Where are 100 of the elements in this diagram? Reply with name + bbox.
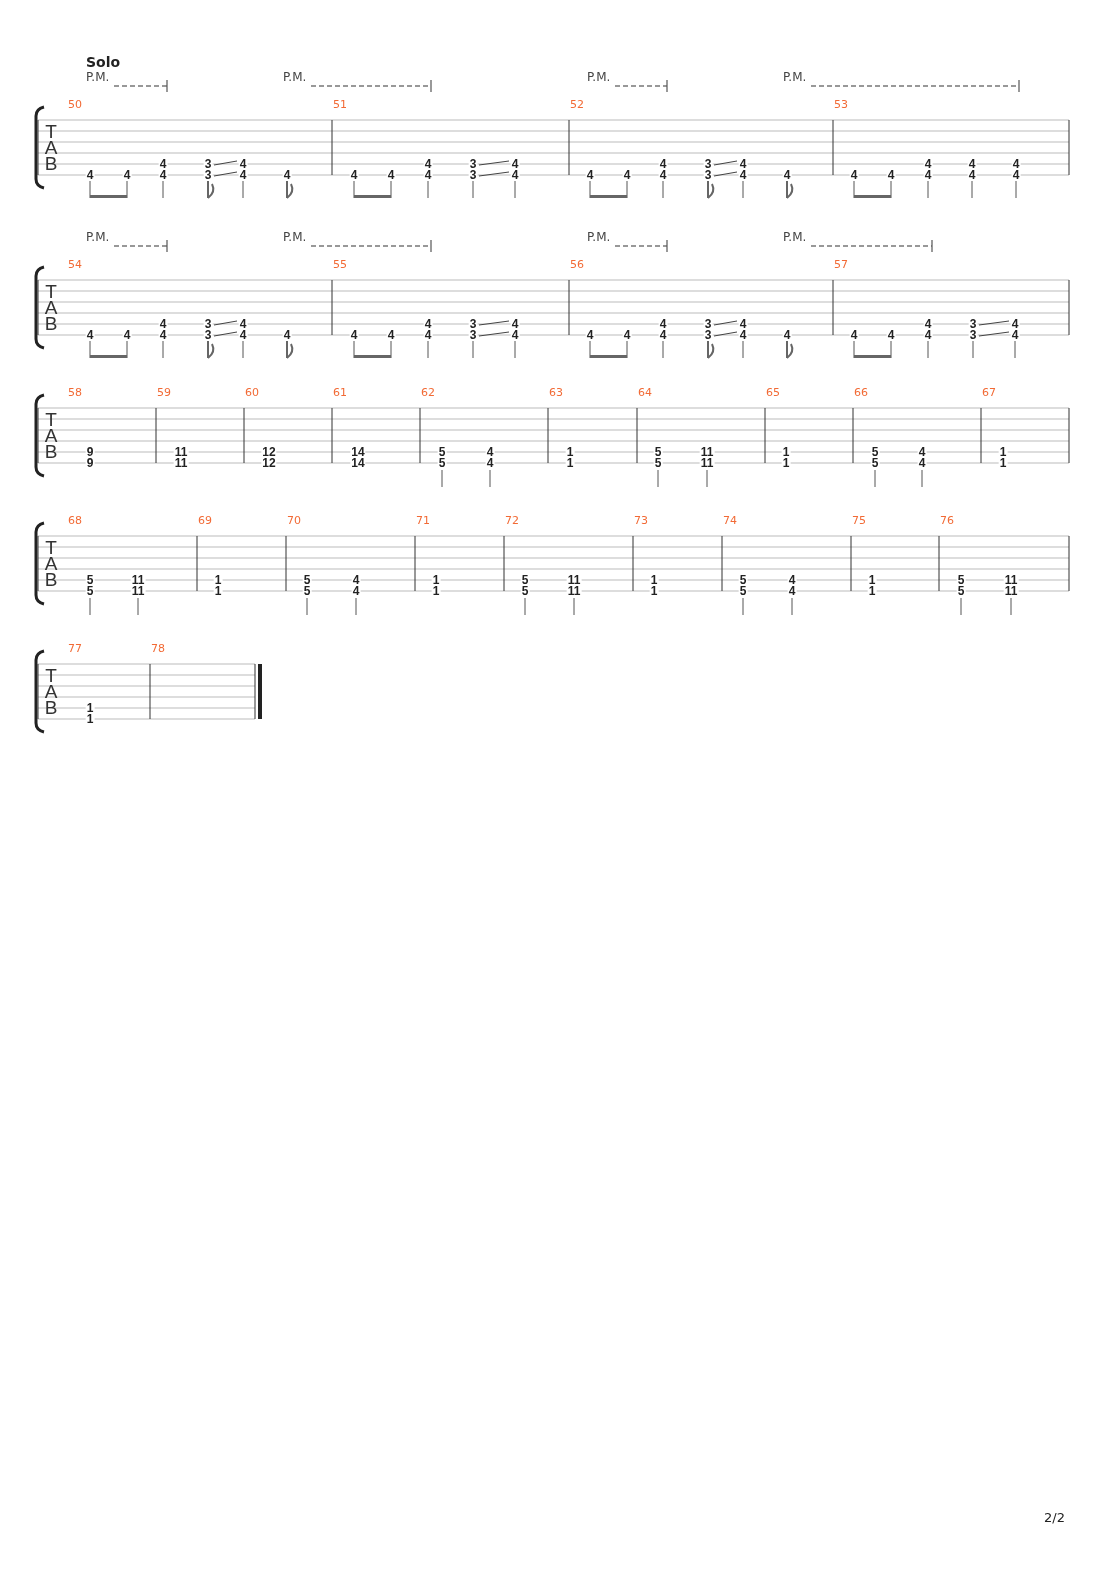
measure-number: 67 bbox=[982, 386, 996, 398]
fret-number: 5 bbox=[85, 585, 95, 597]
fret-number: 11 bbox=[566, 574, 582, 586]
fret-number: 4 bbox=[967, 169, 977, 181]
fret-number: 3 bbox=[703, 329, 713, 341]
measure-number: 69 bbox=[198, 514, 212, 526]
measure-number: 54 bbox=[68, 258, 82, 270]
measure-number: 50 bbox=[68, 98, 82, 110]
palm-mute-label: P.M. bbox=[86, 71, 110, 83]
fret-number: 4 bbox=[349, 169, 359, 181]
measure-number: 78 bbox=[151, 642, 165, 654]
fret-number: 4 bbox=[622, 329, 632, 341]
fret-number: 5 bbox=[738, 585, 748, 597]
measure-number: 68 bbox=[68, 514, 82, 526]
fret-number: 3 bbox=[468, 169, 478, 181]
measure-number: 53 bbox=[834, 98, 848, 110]
fret-number: 11 bbox=[173, 457, 189, 469]
measure-number: 73 bbox=[634, 514, 648, 526]
fret-number: 1 bbox=[867, 585, 877, 597]
measure-number: 74 bbox=[723, 514, 737, 526]
fret-number: 12 bbox=[261, 457, 277, 469]
fret-number: 9 bbox=[85, 457, 95, 469]
measure-number: 77 bbox=[68, 642, 82, 654]
fret-number: 5 bbox=[520, 585, 530, 597]
fret-number: 4 bbox=[282, 329, 292, 341]
measure-number: 63 bbox=[549, 386, 563, 398]
fret-number: 4 bbox=[886, 329, 896, 341]
measure-number: 60 bbox=[245, 386, 259, 398]
fret-number: 4 bbox=[658, 329, 668, 341]
fret-number: 4 bbox=[585, 329, 595, 341]
fret-number: 4 bbox=[787, 585, 797, 597]
measure-number: 65 bbox=[766, 386, 780, 398]
fret-number: 5 bbox=[956, 585, 966, 597]
measure-number: 55 bbox=[333, 258, 347, 270]
fret-number: 1 bbox=[213, 585, 223, 597]
fret-number: 4 bbox=[158, 169, 168, 181]
palm-mute-label: P.M. bbox=[283, 71, 307, 83]
palm-mute-label: P.M. bbox=[283, 231, 307, 243]
fret-number: 11 bbox=[1003, 574, 1019, 586]
measure-number: 76 bbox=[940, 514, 954, 526]
fret-number: 1 bbox=[565, 457, 575, 469]
fret-number: 4 bbox=[510, 169, 520, 181]
fret-number: 11 bbox=[130, 585, 146, 597]
fret-number: 1 bbox=[649, 585, 659, 597]
measure-number: 59 bbox=[157, 386, 171, 398]
measure-number: 71 bbox=[416, 514, 430, 526]
fret-number: 11 bbox=[699, 457, 715, 469]
fret-number: 11 bbox=[566, 585, 582, 597]
measure-number: 56 bbox=[570, 258, 584, 270]
page-number: 2/2 bbox=[1044, 1511, 1065, 1524]
fret-number: 4 bbox=[386, 329, 396, 341]
measure-number: 57 bbox=[834, 258, 848, 270]
fret-number: 4 bbox=[738, 169, 748, 181]
fret-number: 4 bbox=[886, 169, 896, 181]
fret-number: 4 bbox=[349, 329, 359, 341]
fret-number: 4 bbox=[423, 169, 433, 181]
fret-number: 4 bbox=[782, 329, 792, 341]
fret-number: 5 bbox=[653, 457, 663, 469]
measure-number: 62 bbox=[421, 386, 435, 398]
fret-number: 4 bbox=[158, 329, 168, 341]
fret-number: 14 bbox=[350, 457, 366, 469]
fret-number: 1 bbox=[998, 457, 1008, 469]
fret-number: 4 bbox=[622, 169, 632, 181]
fret-number: 4 bbox=[282, 169, 292, 181]
fret-number: 5 bbox=[302, 585, 312, 597]
fret-number: 14 bbox=[350, 446, 366, 458]
palm-mute-label: P.M. bbox=[587, 71, 611, 83]
fret-number: 4 bbox=[351, 585, 361, 597]
fret-number: 4 bbox=[738, 329, 748, 341]
measure-number: 75 bbox=[852, 514, 866, 526]
fret-number: 4 bbox=[923, 329, 933, 341]
fret-number: 4 bbox=[238, 329, 248, 341]
fret-number: 4 bbox=[238, 169, 248, 181]
fret-number: 4 bbox=[849, 329, 859, 341]
measure-number: 52 bbox=[570, 98, 584, 110]
palm-mute-label: P.M. bbox=[783, 71, 807, 83]
measure-number: 72 bbox=[505, 514, 519, 526]
measure-number: 58 bbox=[68, 386, 82, 398]
fret-number: 4 bbox=[122, 169, 132, 181]
fret-number: 4 bbox=[510, 329, 520, 341]
palm-mute-label: P.M. bbox=[587, 231, 611, 243]
fret-number: 4 bbox=[585, 169, 595, 181]
fret-number: 4 bbox=[85, 329, 95, 341]
fret-number: 4 bbox=[849, 169, 859, 181]
fret-number: 4 bbox=[782, 169, 792, 181]
fret-number: 4 bbox=[423, 329, 433, 341]
measure-number: 51 bbox=[333, 98, 347, 110]
fret-number: 12 bbox=[261, 446, 277, 458]
fret-number: 5 bbox=[870, 457, 880, 469]
fret-number: 1 bbox=[431, 585, 441, 597]
fret-number: 4 bbox=[485, 457, 495, 469]
fret-number: 11 bbox=[699, 446, 715, 458]
fret-number: 4 bbox=[923, 169, 933, 181]
fret-number: 3 bbox=[203, 169, 213, 181]
fret-number: 3 bbox=[468, 329, 478, 341]
fret-number: 1 bbox=[781, 457, 791, 469]
fret-number: 4 bbox=[122, 329, 132, 341]
fret-number: 5 bbox=[437, 457, 447, 469]
fret-number: 11 bbox=[173, 446, 189, 458]
fret-number: 4 bbox=[85, 169, 95, 181]
